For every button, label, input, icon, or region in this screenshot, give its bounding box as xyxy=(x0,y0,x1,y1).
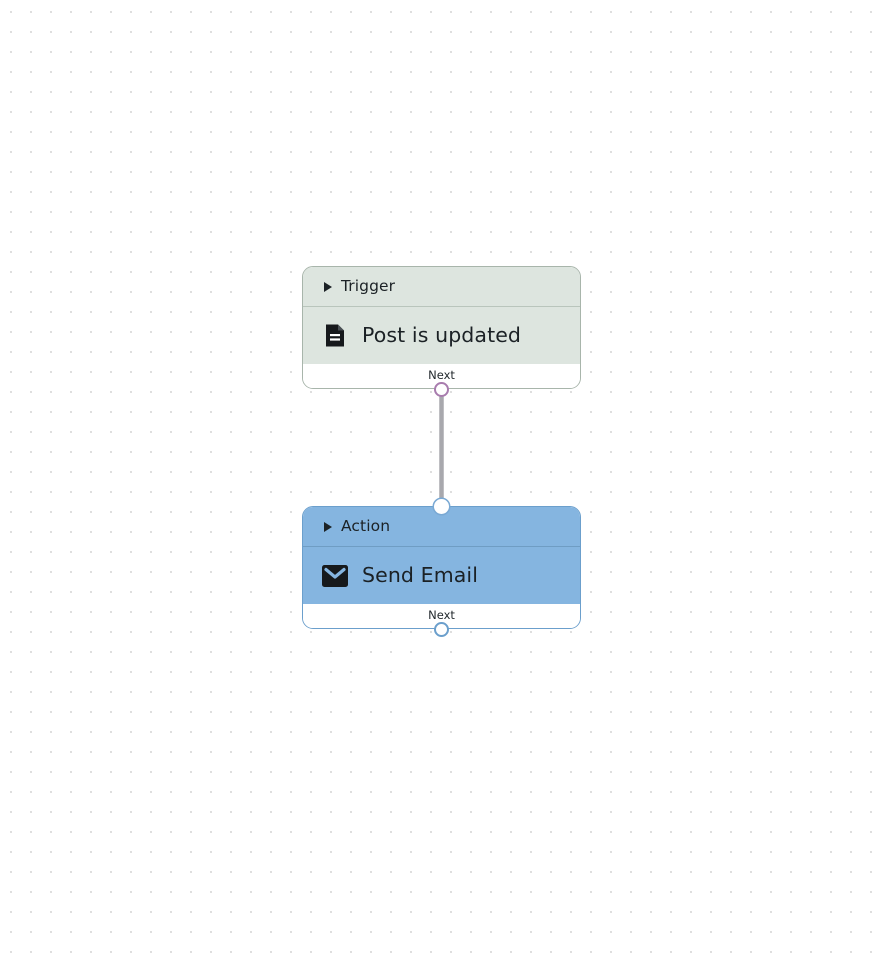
node-action-output-port[interactable] xyxy=(434,621,449,637)
node-trigger-output-port[interactable] xyxy=(434,381,449,397)
document-icon xyxy=(322,323,348,349)
node-action[interactable]: Action Send Email Next xyxy=(302,498,581,637)
node-trigger-header-label: Trigger xyxy=(341,276,396,295)
node-trigger[interactable]: Trigger Post is updated Next xyxy=(302,266,581,397)
node-trigger-body[interactable]: Post is updated xyxy=(303,307,580,364)
node-action-body[interactable]: Send Email xyxy=(303,547,580,604)
node-trigger-title: Post is updated xyxy=(362,323,522,348)
node-action-header[interactable]: Action xyxy=(303,507,580,547)
node-action-title: Send Email xyxy=(362,563,479,588)
node-action-header-label: Action xyxy=(341,516,391,535)
node-action-frame: Action Send Email Next xyxy=(302,506,581,629)
node-action-input-port[interactable] xyxy=(434,498,449,514)
envelope-icon xyxy=(322,563,348,589)
expand-triangle-icon[interactable] xyxy=(324,521,332,532)
node-trigger-frame: Trigger Post is updated Next xyxy=(302,266,581,389)
node-trigger-footer: Next xyxy=(303,364,580,388)
node-trigger-header[interactable]: Trigger xyxy=(303,267,580,307)
node-trigger-next-label: Next xyxy=(428,368,455,383)
node-action-next-label: Next xyxy=(428,608,455,623)
expand-triangle-icon[interactable] xyxy=(324,281,332,292)
